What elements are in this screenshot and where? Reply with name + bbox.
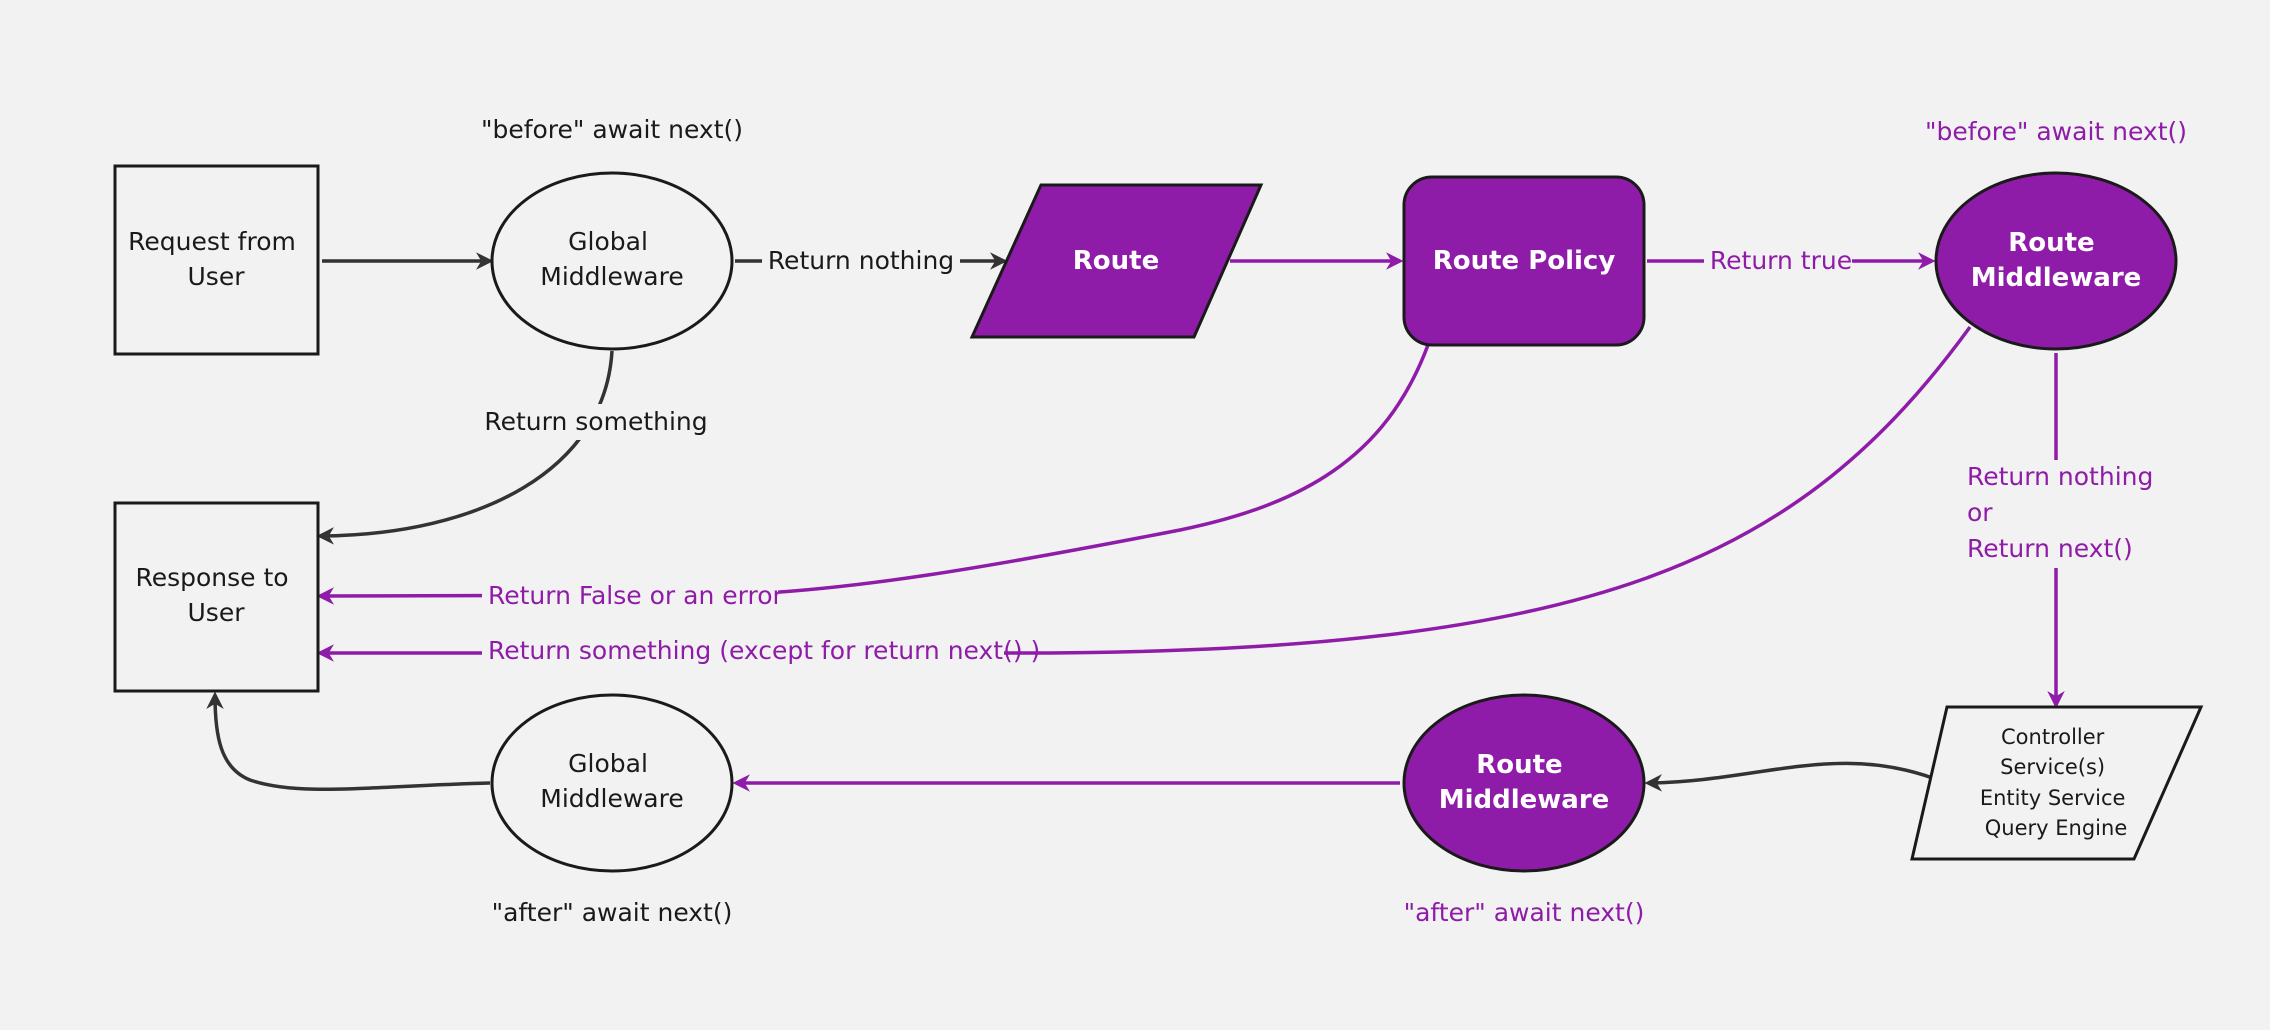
edge-global-after-to-response: [206, 691, 491, 791]
global-middleware-before-node: [490, 171, 734, 351]
edge-label-return-nothing: Return nothing: [768, 246, 954, 275]
edge-controller-to-route-mw: [1644, 761, 1944, 792]
annotation-global-after: "after" await next(): [492, 898, 733, 927]
edge-route-mw-return-something: [316, 325, 1972, 662]
edge-label-return-nothing-or-next: Return nothing or Return next(): [1967, 462, 2161, 563]
response-node-label: Response to User: [135, 563, 296, 627]
annotation-route-before: "before" await next(): [1925, 117, 2187, 146]
route-policy-node: [1402, 175, 1646, 347]
request-node-label: Request from User: [128, 227, 304, 291]
global-middleware-before-label: Global Middleware: [540, 227, 683, 291]
edge-global-return-something: [316, 350, 614, 545]
global-middleware-after-label: Global Middleware: [540, 749, 683, 813]
controller-node: [1910, 705, 2204, 861]
route-policy-node-label: Route Policy: [1433, 246, 1616, 276]
edge-label-return-true: Return true: [1710, 246, 1852, 275]
controller-node-label: Controller Service(s) Entity Service Que…: [1980, 725, 2132, 840]
route-middleware-after-node: [1402, 693, 1646, 873]
route-middleware-before-node: [1934, 171, 2178, 351]
annotation-route-after: "after" await next(): [1404, 898, 1645, 927]
route-middleware-after-label: Route Middleware: [1439, 750, 1610, 815]
request-node: [113, 164, 320, 356]
edge-label-return-something-except: Return something (except for return next…: [488, 636, 1040, 665]
response-node: [113, 501, 320, 693]
edge-policy-return-false: [316, 344, 1430, 605]
route-node-label: Route: [1073, 246, 1159, 276]
global-middleware-after-node: [490, 693, 734, 873]
route-node: [969, 183, 1264, 339]
edge-label-return-something: Return something: [484, 407, 707, 436]
route-middleware-before-label: Route Middleware: [1971, 228, 2142, 293]
annotation-global-before: "before" await next(): [481, 115, 743, 144]
edge-label-return-false-error: Return False or an error: [488, 581, 783, 610]
